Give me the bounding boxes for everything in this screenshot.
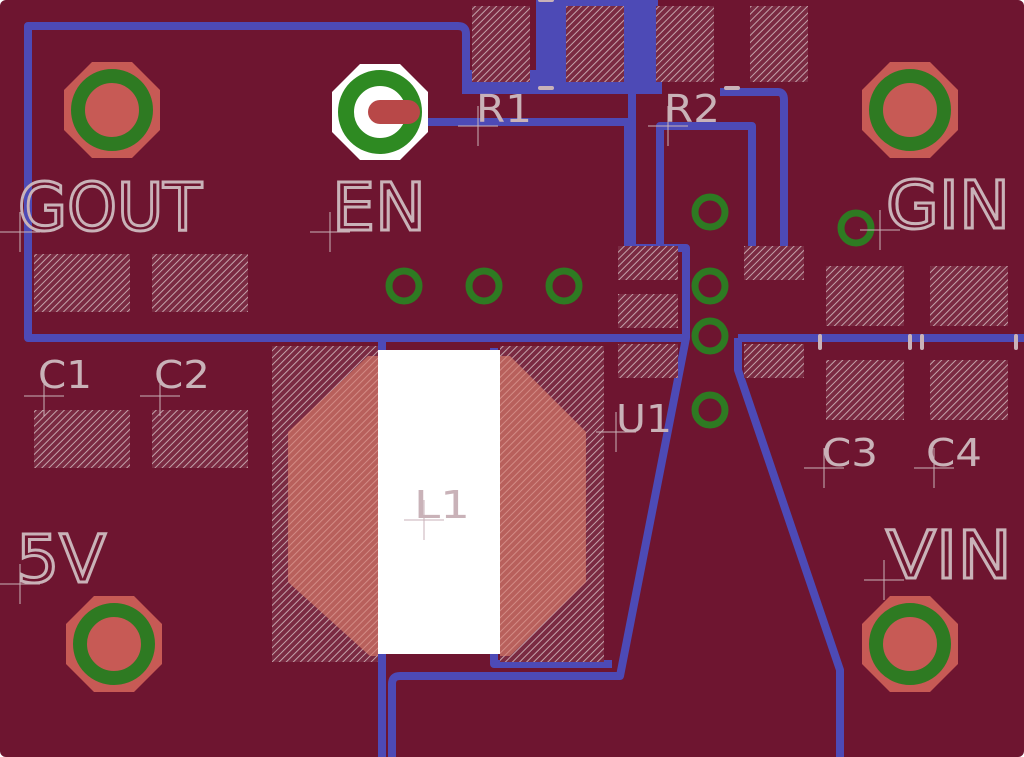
label-c2: C2 <box>154 353 210 397</box>
label-r2: R2 <box>664 87 720 131</box>
pad-en[interactable] <box>332 64 428 160</box>
vias <box>385 193 875 429</box>
pad-gout-ring <box>71 69 153 151</box>
c2-pad-1[interactable] <box>152 254 248 312</box>
u1-pad-1[interactable] <box>618 246 678 280</box>
via[interactable] <box>691 317 729 355</box>
c3-pad-2[interactable] <box>826 360 904 420</box>
via[interactable] <box>465 267 503 305</box>
c2-pad-2[interactable] <box>152 410 248 468</box>
u1-pad-3[interactable] <box>618 344 678 378</box>
r2-pad-2[interactable] <box>750 6 808 82</box>
label-r1: R1 <box>476 87 532 131</box>
trace-r1 <box>420 118 632 248</box>
label-c4: C4 <box>926 431 982 475</box>
label-vin: VIN <box>886 517 1012 594</box>
smd-pads <box>34 6 1008 468</box>
trace-r2 <box>656 122 756 248</box>
pad-gin-ring <box>869 69 951 151</box>
inductor-l1[interactable] <box>272 346 604 662</box>
label-5v: 5V <box>16 521 106 598</box>
label-gout: GOUT <box>18 169 203 246</box>
c1-pad-1[interactable] <box>34 254 130 312</box>
inductor-pad-right[interactable] <box>500 356 586 656</box>
pad-vin-ring <box>869 603 951 685</box>
pad-gout[interactable] <box>64 62 160 158</box>
inductor-pad-left[interactable] <box>288 356 378 656</box>
pad-gin[interactable] <box>862 62 958 158</box>
pad-vin[interactable] <box>862 596 958 692</box>
trace-r2-right <box>720 88 788 248</box>
trace-vin-feed <box>734 338 844 757</box>
pad-5v-ring <box>73 603 155 685</box>
u1-pad-5[interactable] <box>744 344 804 378</box>
r1-pad-1[interactable] <box>472 6 530 82</box>
pad-5v[interactable] <box>66 596 162 692</box>
trace-switch-node <box>388 337 690 757</box>
label-c3: C3 <box>822 431 878 475</box>
via[interactable] <box>691 193 729 231</box>
c1-pad-2[interactable] <box>34 410 130 468</box>
via[interactable] <box>691 267 729 305</box>
label-l1: L1 <box>414 483 470 527</box>
u1-pad-4[interactable] <box>744 246 804 280</box>
pad-en-slot <box>368 100 420 124</box>
c4-pad-2[interactable] <box>930 360 1008 420</box>
cap-ticks <box>538 0 1018 350</box>
label-en: EN <box>332 169 426 246</box>
label-c1: C1 <box>38 353 92 397</box>
via[interactable] <box>385 267 423 305</box>
label-gin: GIN <box>886 167 1010 244</box>
c4-pad-1[interactable] <box>930 266 1008 326</box>
c3-pad-1[interactable] <box>826 266 904 326</box>
origin-marks <box>0 106 954 604</box>
via[interactable] <box>545 267 583 305</box>
r2-pad-1[interactable] <box>656 6 714 82</box>
r1-pad-2[interactable] <box>566 6 624 82</box>
silkscreen-labels: GOUT EN GIN 5V VIN R1 R2 C1 C2 C3 C4 U1 … <box>15 87 1014 600</box>
via[interactable] <box>691 391 729 429</box>
via[interactable] <box>837 209 875 247</box>
u1-pad-2[interactable] <box>618 294 678 328</box>
inductor-window <box>378 350 500 654</box>
trace-gout-pour-outline <box>24 22 690 342</box>
label-u1: U1 <box>616 397 672 441</box>
